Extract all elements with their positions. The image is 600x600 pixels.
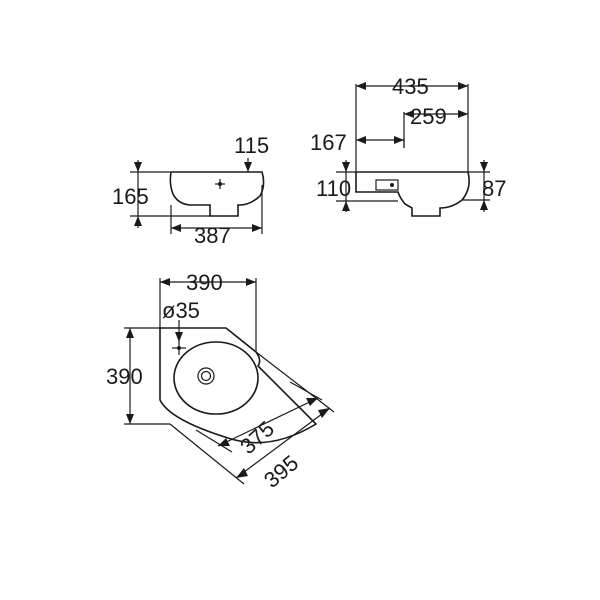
top-hole-label: ø35 [162, 298, 200, 323]
side-basin-outline [355, 171, 470, 217]
side-offset-label: 259 [410, 104, 447, 129]
top-outer-diag-dim-line [235, 407, 331, 479]
drain-icon [197, 367, 215, 385]
side-right-height-label: 87 [482, 176, 506, 201]
bowl-inner [173, 341, 259, 415]
top-width-label: 390 [186, 270, 223, 295]
front-basin-outline [169, 171, 265, 217]
top-inner-diag-label: 375 [235, 416, 279, 459]
side-view: 435 259 167 110 87 [310, 74, 506, 217]
top-inner-diag-dim-line [217, 397, 319, 447]
wall-bracket [375, 179, 399, 191]
front-height-label: 165 [112, 184, 149, 209]
top-basin-outline [159, 327, 318, 444]
front-view: 165 115 387 [112, 133, 269, 248]
side-total-width-label: 435 [392, 74, 429, 99]
tap-hole-icon [172, 341, 186, 355]
side-rim-height-label: 110 [316, 176, 351, 201]
front-depth-label: 115 [234, 133, 269, 158]
tap-hole-mark [215, 179, 225, 189]
front-width-label: 387 [194, 223, 231, 248]
top-side-height-label: 390 [106, 364, 143, 389]
side-left-height-label: 167 [310, 130, 347, 155]
top-view: ø35 390 390 375 395 [106, 270, 335, 493]
